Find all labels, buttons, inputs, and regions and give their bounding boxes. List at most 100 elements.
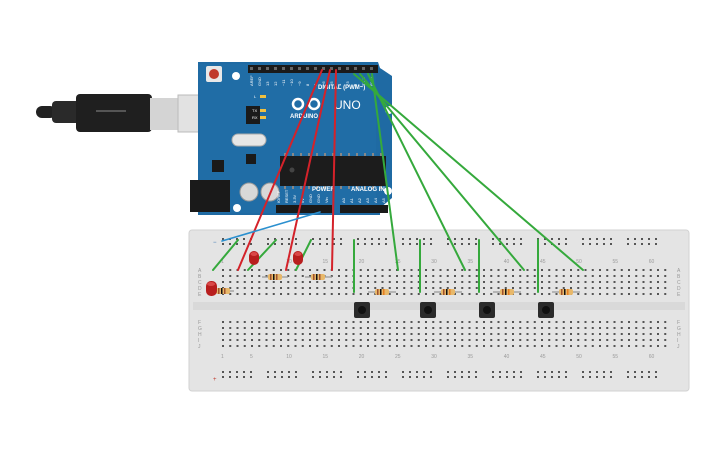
digital-pin-label: ~9 [297, 81, 302, 86]
digital-pin-label: ~6 [321, 81, 326, 86]
analog-pin-label: A2 [357, 197, 362, 203]
row-letter: J [677, 344, 680, 350]
red-led-1[interactable] [206, 281, 217, 296]
breadboard[interactable]: 1155101015152020252530303535404045455050… [188, 229, 690, 392]
wire-5v-to-rail [221, 211, 321, 242]
analog-pin-label: A4 [373, 197, 378, 203]
column-number: 40 [504, 354, 510, 360]
resistor-button-4[interactable] [552, 289, 580, 295]
column-number: 30 [431, 259, 437, 265]
digital-header [248, 65, 378, 73]
red-led-3[interactable] [293, 251, 303, 265]
column-number: 50 [576, 259, 582, 265]
row-letter: I [198, 338, 199, 344]
digital-pin-label: 12 [273, 81, 278, 86]
usb-cable [36, 94, 205, 133]
red-wires[interactable] [237, 69, 337, 271]
column-number: 35 [468, 259, 474, 265]
digital-pin-label: 13 [265, 81, 270, 86]
column-number: 10 [286, 354, 292, 360]
digital-pin-label: GND [257, 77, 262, 86]
wire-pin-to-btn3 [359, 73, 525, 271]
svg-text:+: + [213, 377, 217, 383]
digital-pin-label: ~10 [289, 78, 294, 86]
column-number: 60 [649, 259, 655, 265]
row-letter: A [677, 268, 681, 274]
row-letter: F [677, 320, 680, 326]
arduino-uno-board[interactable]: ARDUINO UNO DIGITAL (PWM~) POWER ANALOG … [190, 62, 393, 215]
analog-pin-label: A5 [381, 197, 386, 203]
resistor-button-1[interactable] [368, 289, 396, 295]
led-label-tx: TX [252, 108, 257, 113]
led-label-l: L [254, 94, 257, 99]
red-led-2[interactable] [249, 251, 259, 265]
column-number: 5 [250, 354, 253, 360]
row-letter: D [198, 286, 202, 292]
wire-pin-to-btn1 [371, 73, 399, 271]
digital-pin-label: 2 [353, 83, 358, 86]
leds[interactable] [206, 251, 303, 296]
pushbutton-2[interactable] [420, 302, 436, 318]
power-pin-label: Vin [324, 197, 329, 203]
row-letter: D [677, 286, 681, 292]
resistor-led-3[interactable] [305, 274, 332, 280]
svg-text:−: − [213, 240, 217, 246]
pushbutton-1[interactable] [354, 302, 370, 318]
row-letter: B [677, 274, 681, 280]
brand-label: ARDUINO [290, 114, 318, 120]
wire-pin-to-btn2 [367, 73, 466, 271]
resistors[interactable] [212, 274, 580, 295]
analog-pin-label: A3 [365, 197, 370, 203]
wire-pin-to-led3 [331, 69, 337, 271]
row-letter: B [198, 274, 202, 280]
power-pin-label: GND [308, 194, 313, 203]
row-letter: E [198, 292, 202, 298]
resistor-button-2[interactable] [434, 289, 462, 295]
blue-wires[interactable] [221, 211, 321, 242]
digital-label: DIGITAL (PWM~) [318, 85, 365, 91]
power-pin-label: GND [316, 194, 321, 203]
led-label-rx: RX [252, 115, 258, 120]
row-letter: F [198, 320, 201, 326]
arduino-logo [291, 97, 321, 111]
breadboard-column-numbers: 1155101015152020252530303535404045455050… [221, 259, 655, 360]
analog-label: ANALOG IN [351, 187, 385, 193]
wire-pin-to-btn4 [353, 73, 584, 271]
wire-pin-to-led1 [237, 69, 323, 271]
row-letter: E [677, 292, 681, 298]
row-letter: A [198, 268, 202, 274]
pushbuttons[interactable] [354, 302, 554, 318]
column-number: 10 [286, 259, 292, 265]
row-letter: H [677, 332, 681, 338]
wire-gnd-to-led2 [247, 239, 277, 271]
row-letter: H [198, 332, 202, 338]
row-letter: I [677, 338, 678, 344]
column-number: 55 [613, 354, 619, 360]
column-number: 1 [221, 354, 224, 360]
analog-pin-label: A0 [341, 197, 346, 203]
pushbutton-4[interactable] [538, 302, 554, 318]
resistor-button-3[interactable] [493, 289, 521, 295]
power-pin-label: IOREF [276, 190, 281, 203]
power-pin-label: 5V [300, 198, 305, 203]
resistor-led-2[interactable] [262, 274, 288, 280]
row-letter: C [198, 280, 202, 286]
digital-pin-label: 8 [305, 83, 310, 86]
column-number: 20 [359, 354, 365, 360]
power-label: POWER [312, 187, 335, 193]
digital-pin-label: ~3 [345, 81, 350, 86]
column-number: 30 [431, 354, 437, 360]
pushbutton-3[interactable] [479, 302, 495, 318]
column-number: 20 [359, 259, 365, 265]
row-letter: G [198, 326, 202, 332]
power-rail-markers: − + [213, 240, 217, 383]
column-number: 15 [323, 259, 329, 265]
analog-header [340, 205, 388, 213]
green-wires[interactable] [212, 73, 584, 293]
column-number: 50 [576, 354, 582, 360]
column-number: 40 [504, 259, 510, 265]
digital-pin-label: AREF [249, 75, 254, 86]
column-number: 1 [221, 259, 224, 265]
